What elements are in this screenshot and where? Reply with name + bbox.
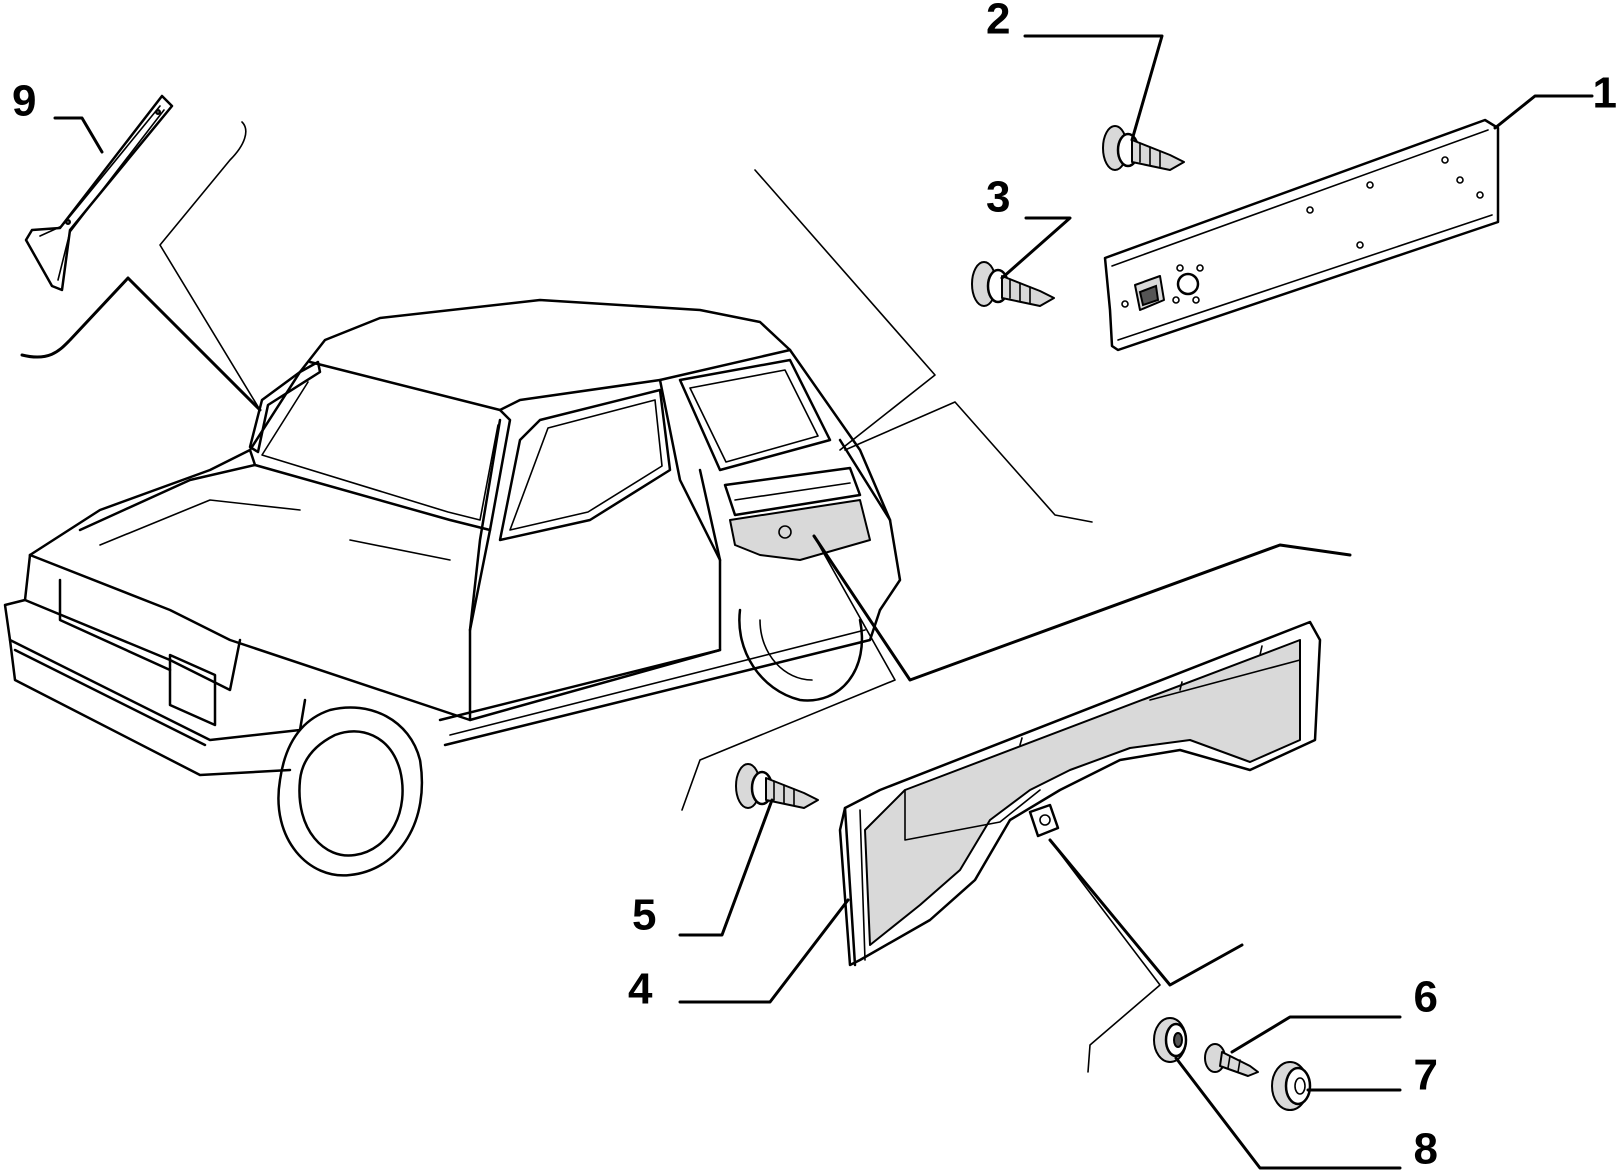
car-illustration: [3, 298, 902, 877]
part-2-screw: [1102, 125, 1185, 171]
callout-numbers: 1 2 3 4 5 6 7 8 9: [12, 0, 1617, 1171]
leader-9: [53, 116, 104, 154]
callout-4: 4: [628, 965, 653, 1014]
callout-6: 6: [1414, 973, 1438, 1022]
leader-1: [1493, 94, 1594, 130]
part-9-pillar-trim: [24, 94, 174, 292]
part-6-screw: [1204, 1043, 1259, 1077]
leader-8: [1174, 1056, 1402, 1170]
callout-8: 8: [1414, 1125, 1438, 1171]
callout-5: 5: [632, 891, 656, 940]
part-8-grommet: [1153, 1017, 1188, 1063]
callout-2: 2: [986, 0, 1010, 44]
assembly-lines: [20, 121, 1352, 1073]
leader-2: [1023, 34, 1164, 142]
callout-3: 3: [986, 173, 1010, 222]
callout-7: 7: [1414, 1051, 1438, 1100]
leader-5: [678, 798, 774, 937]
part-4-wheel-arch-panel: [838, 620, 1322, 967]
part-3-screw: [971, 261, 1055, 307]
part-1-rear-plate: [1103, 118, 1500, 352]
callout-1: 1: [1593, 69, 1617, 118]
part-7-nut: [1271, 1061, 1312, 1111]
callout-leaders: [53, 34, 1594, 1170]
leader-4: [678, 898, 850, 1004]
leader-6: [1230, 1015, 1402, 1054]
leader-3: [1000, 216, 1072, 280]
part-5-screw: [735, 763, 819, 809]
callout-9: 9: [12, 77, 36, 126]
